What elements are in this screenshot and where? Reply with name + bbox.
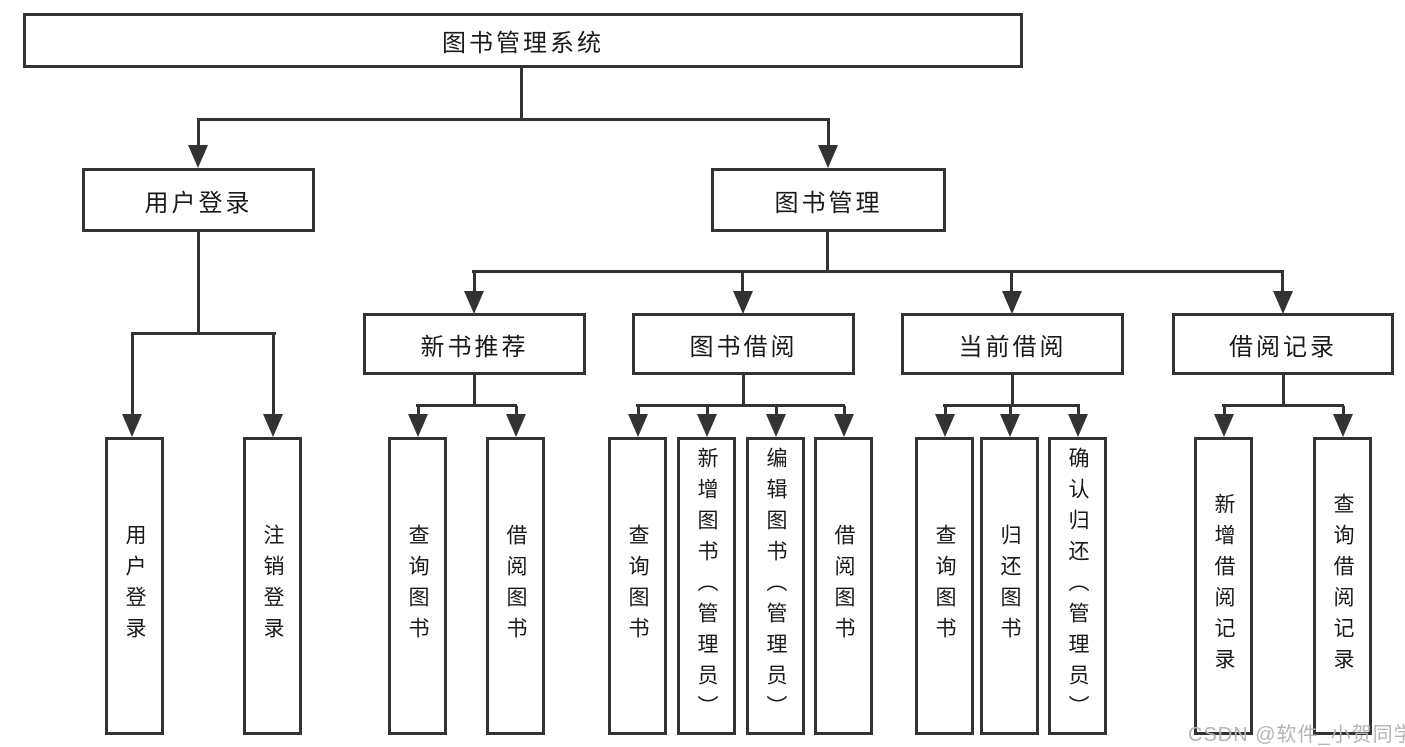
connector-line <box>706 406 709 418</box>
node-book-borrowing: 图书借阅 <box>632 313 855 375</box>
arrow-down-icon <box>188 145 208 168</box>
connector-line <box>741 273 744 293</box>
node-current-borrowing: 当前借阅 <box>901 313 1124 375</box>
connector-line <box>1010 273 1013 293</box>
arrow-down-icon <box>697 414 717 437</box>
arrow-down-icon <box>1214 414 1234 437</box>
leaf-return-books: 归还图书 <box>980 437 1039 735</box>
node-borrowing-records: 借阅记录 <box>1172 313 1394 375</box>
node-user-login: 用户登录 <box>82 168 315 232</box>
arrow-down-icon <box>506 414 526 437</box>
connector-line <box>843 406 846 418</box>
leaf-user-login: 用户登录 <box>105 437 164 735</box>
connector-line <box>636 404 845 407</box>
node-root: 图书管理系统 <box>23 13 1023 68</box>
node-borrowing-records-label: 借阅记录 <box>1229 333 1337 361</box>
connector-line <box>520 66 523 120</box>
node-root-label: 图书管理系统 <box>442 30 604 57</box>
arrow-down-icon <box>818 145 838 168</box>
connector-line <box>417 406 420 418</box>
leaf-query-books-borrowing: 查询图书 <box>608 437 667 735</box>
node-user-login-label: 用户登录 <box>144 189 253 217</box>
leaf-logout: 注销登录 <box>243 437 302 735</box>
connector-line <box>1281 273 1284 293</box>
arrow-down-icon <box>1002 291 1022 314</box>
connector-line <box>515 406 518 418</box>
connector-line <box>131 332 276 335</box>
leaf-query-books-recommend-label: 查询图书 <box>406 524 430 648</box>
arrow-down-icon <box>628 414 648 437</box>
connector-line <box>473 375 476 406</box>
leaf-query-borrow-record: 查询借阅记录 <box>1313 437 1372 735</box>
leaf-confirm-return-admin-label: 确认归还（管理员） <box>1066 446 1090 726</box>
connector-line <box>827 121 830 147</box>
leaf-user-login-label: 用户登录 <box>123 524 147 648</box>
arrow-down-icon <box>1273 291 1293 314</box>
leaf-query-books-borrowing-label: 查询图书 <box>626 524 650 648</box>
connector-line <box>1077 406 1080 418</box>
arrow-down-icon <box>464 291 484 314</box>
leaf-add-borrow-record: 新增借阅记录 <box>1194 437 1253 735</box>
leaf-add-books-admin: 新增图书（管理员） <box>677 437 736 735</box>
leaf-add-books-admin-label: 新增图书（管理员） <box>695 446 719 726</box>
connector-line <box>131 335 134 415</box>
leaf-borrow-books: 借阅图书 <box>814 437 873 735</box>
arrow-down-icon <box>263 414 283 437</box>
arrow-down-icon <box>733 291 753 314</box>
leaf-logout-label: 注销登录 <box>261 524 285 648</box>
arrow-down-icon <box>766 414 786 437</box>
connector-line <box>197 232 200 334</box>
leaf-edit-books-admin: 编辑图书（管理员） <box>746 437 805 735</box>
leaf-query-books-current: 查询图书 <box>915 437 974 735</box>
connector-line <box>1342 406 1345 418</box>
leaf-borrow-books-recommend-label: 借阅图书 <box>504 524 528 648</box>
connector-line <box>943 404 1080 407</box>
node-current-borrowing-label: 当前借阅 <box>958 333 1067 361</box>
node-book-borrowing-label: 图书借阅 <box>689 333 798 361</box>
connector-line <box>1009 406 1012 418</box>
connector-line <box>1282 375 1285 406</box>
leaf-query-books-current-label: 查询图书 <box>933 524 957 648</box>
leaf-query-borrow-record-label: 查询借阅记录 <box>1331 493 1355 679</box>
arrow-down-icon <box>1000 414 1020 437</box>
leaf-add-borrow-record-label: 新增借阅记录 <box>1212 493 1236 679</box>
connector-line <box>472 270 1284 273</box>
arrow-down-icon <box>1333 414 1353 437</box>
connector-line <box>742 375 745 406</box>
node-book-management-label: 图书管理 <box>774 189 883 217</box>
connector-line <box>1222 404 1344 407</box>
arrow-down-icon <box>935 414 955 437</box>
leaf-return-books-label: 归还图书 <box>998 524 1022 648</box>
csdn-watermark: CSDN @软件_小贺同学 <box>1188 724 1405 746</box>
connector-line <box>944 406 947 418</box>
connector-line <box>1223 406 1226 418</box>
node-new-book-recommend: 新书推荐 <box>363 313 586 375</box>
leaf-edit-books-admin-label: 编辑图书（管理员） <box>764 446 788 726</box>
arrow-down-icon <box>1068 414 1088 437</box>
leaf-borrow-books-label: 借阅图书 <box>832 524 856 648</box>
leaf-borrow-books-recommend: 借阅图书 <box>486 437 545 735</box>
arrow-down-icon <box>834 414 854 437</box>
connector-line <box>637 406 640 418</box>
connector-line <box>473 273 476 293</box>
connector-line <box>416 404 517 407</box>
connector-line <box>1011 375 1014 406</box>
connector-line <box>272 335 275 415</box>
leaf-confirm-return-admin: 确认归还（管理员） <box>1048 437 1107 735</box>
arrow-down-icon <box>122 414 142 437</box>
connector-line <box>826 232 829 272</box>
node-book-management: 图书管理 <box>711 168 946 232</box>
connector-line <box>197 118 830 121</box>
leaf-query-books-recommend: 查询图书 <box>388 437 447 735</box>
arrow-down-icon <box>408 414 428 437</box>
node-new-book-recommend-label: 新书推荐 <box>420 333 529 361</box>
connector-line <box>775 406 778 418</box>
connector-line <box>197 121 200 147</box>
